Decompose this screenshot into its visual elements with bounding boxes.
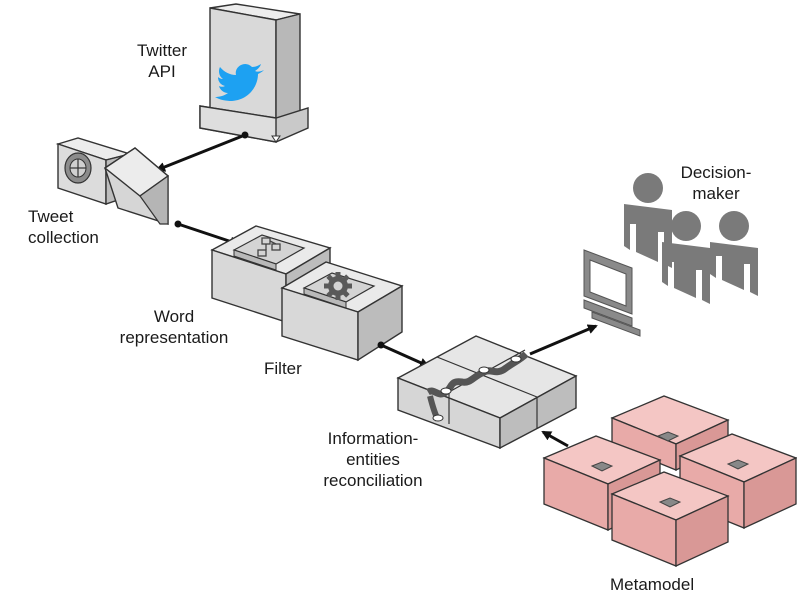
tweet-collection-device	[55, 137, 170, 225]
label-tweet-collection: Tweet collection	[28, 207, 99, 247]
person-icon	[662, 211, 710, 304]
gear-icon	[324, 272, 352, 300]
label-metamodel: Metamodel	[610, 575, 695, 594]
arrow-filter-to-reconciliation	[380, 343, 430, 368]
arrow-api-to-collection	[155, 133, 246, 172]
label-word-representation: Word representation	[119, 307, 229, 347]
camera-icon	[64, 152, 92, 184]
label-reconciliation: Information- entities reconciliation	[323, 429, 423, 490]
label-filter: Filter	[264, 359, 302, 378]
arrow-reconciliation-to-monitor	[529, 324, 598, 356]
person-icon	[710, 211, 758, 296]
reconciliation-block	[396, 335, 578, 450]
twitter-bird-icon	[215, 63, 264, 101]
arrow-metamodel-to-reconciliation	[541, 430, 569, 448]
monitor-icon	[583, 249, 641, 337]
label-decision-maker: Decision- maker	[680, 163, 752, 203]
person-icon	[624, 173, 672, 268]
metamodel-cube-front	[610, 471, 730, 568]
label-twitter-api: Twitter API	[136, 41, 188, 81]
flowchart-icon	[257, 237, 281, 257]
